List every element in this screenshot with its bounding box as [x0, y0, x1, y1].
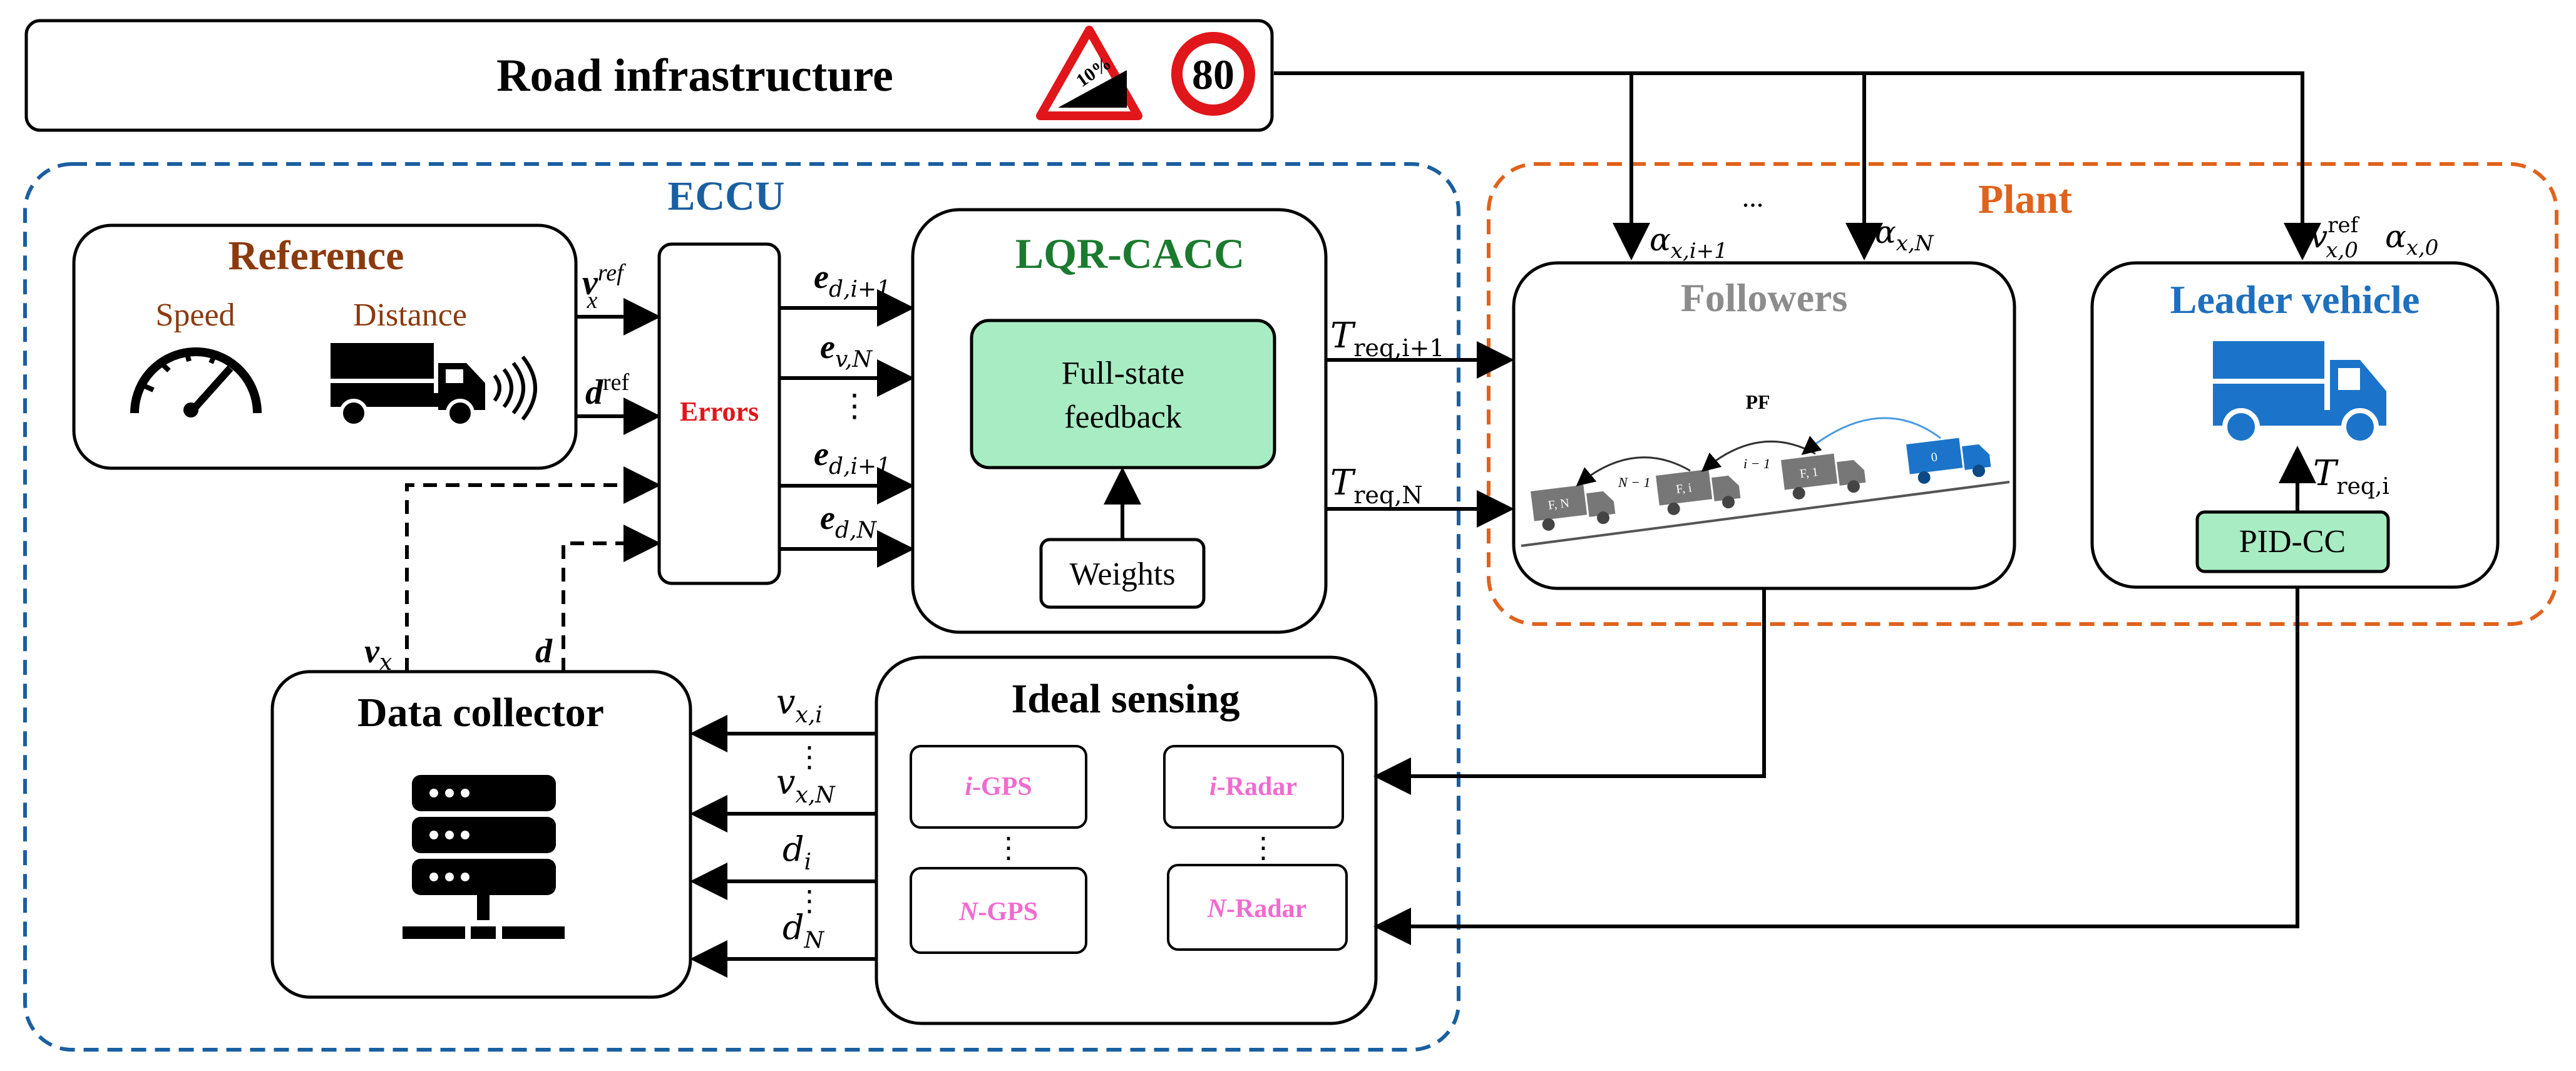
sensing-signal-dN: dN — [783, 908, 825, 953]
error-signal-vdots: ⋮ — [839, 388, 870, 423]
road-infrastructure-box: Road infrastructure 10% 80 — [24, 19, 1274, 132]
leader-torque-label: Treq,i — [2313, 453, 2389, 500]
sensing-signal-vxi: vx,i — [776, 682, 823, 728]
road-to-plant-line — [1274, 71, 2321, 260]
errors-block: Errors — [657, 242, 781, 585]
plant-container — [1487, 162, 2558, 626]
svg-text:N-Radar: N-Radar — [1207, 894, 1307, 923]
feedback-line1: Full-state — [1062, 356, 1184, 391]
error-signal-arrows — [779, 289, 915, 568]
reference-block: Reference Speed Distance — [72, 223, 578, 470]
speedometer-icon — [130, 347, 262, 418]
weights-label: Weights — [1069, 556, 1175, 592]
ideal-sensing-title: Ideal sensing — [1012, 676, 1240, 722]
svg-text:i-Radar: i-Radar — [1209, 772, 1297, 801]
svg-text:F, 1: F, 1 — [1799, 465, 1819, 481]
followers-block: Followers PF F, N F, i F, 1 0 — [1512, 261, 2016, 590]
plant-title: Plant — [1978, 177, 2072, 222]
follower-truck-i: F, i — [1656, 469, 1741, 515]
svg-text:N-GPS: N-GPS — [958, 898, 1038, 926]
speed-label: Speed — [155, 297, 235, 333]
d-feedback-arrow — [562, 525, 661, 672]
data-collector-title: Data collector — [357, 690, 604, 735]
slope-N-label: αx,N — [1875, 214, 1934, 256]
server-icon — [403, 775, 565, 939]
errors-label: Errors — [680, 396, 759, 427]
followers-title: Followers — [1681, 275, 1848, 320]
follower-truck-1: F, 1 — [1781, 453, 1866, 500]
sensor-N-gps: N-GPS — [910, 867, 1087, 954]
leader-slope-label: αx,0 — [2385, 218, 2438, 260]
sensor-i-radar: i-Radar — [1163, 745, 1344, 829]
road-infrastructure-title: Road infrastructure — [496, 50, 893, 101]
gap-label-i: i − 1 — [1743, 456, 1770, 471]
error-signal-3: ed,i+1 — [814, 435, 891, 479]
feedback-line2: feedback — [1064, 399, 1182, 435]
error-signal-4: ed,N — [820, 499, 877, 543]
svg-text:80: 80 — [1192, 51, 1234, 98]
sensing-vdots-right: ⋮ — [1249, 832, 1278, 864]
error-signal-1: ed,i+1 — [814, 258, 891, 302]
svg-text:F, i: F, i — [1675, 481, 1693, 496]
leader-to-sensing-arrow — [1373, 587, 2299, 945]
pid-cc-label: PID-CC — [2239, 524, 2346, 560]
comm-arc-1 — [1576, 456, 1691, 486]
leader-truck-small: 0 — [1906, 438, 1991, 484]
vx-feedback-arrow — [405, 466, 661, 672]
full-state-feedback-box — [970, 319, 1276, 469]
ideal-sensing-block: Ideal sensing i-GPS i-Radar N-GPS N-Rada… — [875, 655, 1378, 1025]
sensing-vdots-left: ⋮ — [994, 832, 1023, 864]
svg-text:i-GPS: i-GPS — [965, 772, 1032, 801]
sensor-i-gps: i-GPS — [910, 745, 1087, 829]
pid-cc-box — [2195, 510, 2390, 573]
error-signal-2: ev,N — [820, 328, 873, 372]
plant-ellipsis: ... — [1742, 181, 1764, 213]
svg-text:0: 0 — [1931, 450, 1939, 464]
leader-vehicle-title: Leader vehicle — [2170, 277, 2420, 322]
sensing-signal-di: di — [783, 829, 811, 875]
eccu-container — [23, 162, 1460, 1052]
gap-label-N: N − 1 — [1618, 474, 1651, 490]
follower-truck-N: F, N — [1531, 484, 1616, 531]
leader-truck-icon — [2213, 341, 2386, 446]
svg-text:F, N: F, N — [1547, 496, 1570, 513]
sensing-vdots-2: ⋮ — [795, 885, 824, 917]
speed-limit-sign-icon: 80 — [1171, 32, 1255, 116]
sensor-N-radar: N-Radar — [1167, 864, 1348, 951]
leader-vehicle-block: Leader vehicle PID-CC Treq,i — [2090, 261, 2500, 589]
distance-label: Distance — [353, 297, 467, 333]
d-feedback-label: d — [535, 632, 553, 670]
sensing-signal-vxN: vx,N — [776, 762, 836, 808]
sensing-signal-arrows — [690, 715, 876, 978]
followers-to-sensing-arrow — [1373, 588, 1766, 795]
torque-N-label: Treq,N — [1330, 463, 1423, 509]
truck-signal-icon — [331, 343, 537, 428]
sensing-vdots-1: ⋮ — [795, 741, 824, 773]
vx-feedback-label: vx — [364, 632, 392, 675]
slope-i1-label: αx,i+1 — [1650, 222, 1728, 264]
data-collector-block: Data collector — [270, 670, 692, 999]
dref-label: dref — [585, 369, 630, 412]
comm-arc-3 — [1801, 417, 1941, 455]
pf-label: PF — [1745, 391, 1770, 413]
grade-warning-sign-icon: 10% — [1036, 26, 1142, 120]
reference-title: Reference — [228, 233, 404, 279]
lqr-cacc-block: LQR-CACC Full-state feedback Weights — [911, 208, 1328, 634]
torque-i1-label: Treq,i+1 — [1330, 315, 1445, 362]
eccu-title: ECCU — [667, 173, 784, 219]
lqr-cacc-title: LQR-CACC — [1015, 230, 1244, 277]
